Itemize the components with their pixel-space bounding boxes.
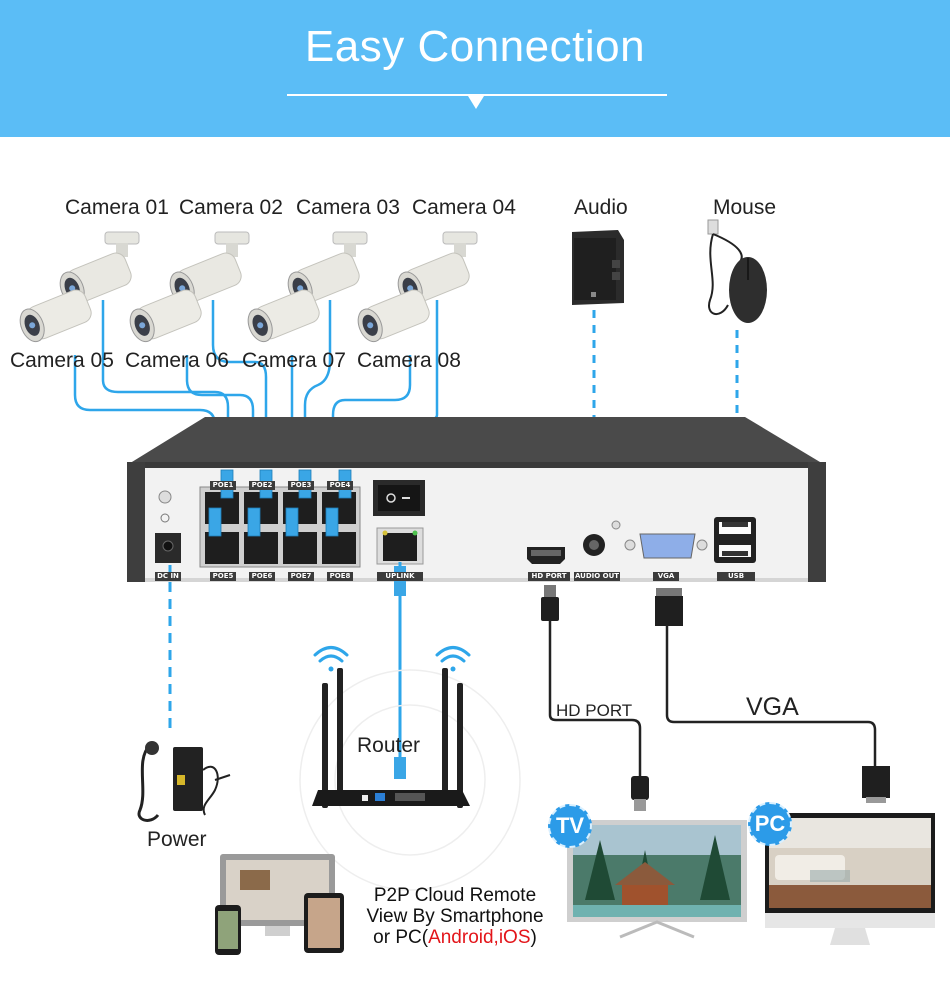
- camera-pair: [353, 231, 478, 346]
- p2p-line-2: View By Smartphone: [366, 906, 544, 927]
- camera-group: [19, 231, 478, 346]
- vga-cable: [655, 588, 890, 803]
- port-label-poe2: POE2: [249, 481, 275, 490]
- camera-label-07: Camera 07: [242, 349, 346, 372]
- camera-label-01: Camera 01: [65, 196, 169, 219]
- remote-devices-icon: [215, 854, 344, 955]
- poe-plugs: [208, 469, 352, 537]
- port-label-poe6: POE6: [249, 572, 275, 581]
- port-label-vga: VGA: [653, 572, 679, 581]
- port-label-uplink: UPLINK: [377, 572, 423, 581]
- cable-camera-06: [185, 355, 255, 510]
- header-divider: [287, 94, 667, 96]
- camera-label-06: Camera 06: [125, 349, 229, 372]
- power-label: Power: [147, 828, 207, 851]
- vga-cable-label: VGA: [746, 693, 799, 721]
- hd-port-cable-label: HD PORT: [556, 701, 633, 720]
- cable-camera-03: [303, 300, 332, 470]
- cable-camera-02: [211, 300, 268, 470]
- cable-camera-01: [101, 300, 230, 470]
- camera-pair: [19, 231, 140, 343]
- camera-label-04: Camera 04: [412, 196, 516, 219]
- uplink-plug: [394, 566, 406, 596]
- router-plug: [394, 757, 406, 779]
- camera-label-08: Camera 08: [357, 349, 461, 372]
- audio-label: Audio: [574, 196, 628, 219]
- pc-monitor-icon: [765, 813, 935, 945]
- port-label-audio-out: AUDIO OUT: [574, 572, 620, 581]
- speaker-icon: [572, 230, 624, 305]
- wifi-icon-left: [313, 646, 349, 672]
- tv-badge: TV: [548, 804, 592, 848]
- p2p-platforms: Android,iOS: [428, 927, 531, 948]
- port-label-poe7: POE7: [288, 572, 314, 581]
- router-icon: [312, 668, 470, 808]
- mouse-icon: [707, 219, 767, 323]
- port-label-poe1: POE1: [210, 481, 236, 490]
- camera-label-03: Camera 03: [296, 196, 400, 219]
- page-title: Easy Connection: [304, 22, 646, 71]
- p2p-description: P2P Cloud Remote View By Smartphone or P…: [355, 885, 555, 948]
- mouse-label: Mouse: [713, 196, 777, 219]
- hdmi-cable: [541, 585, 649, 811]
- camera-label-05: Camera 05: [10, 349, 114, 372]
- p2p-line-3-suffix: ): [530, 927, 537, 948]
- camera-label-02: Camera 02: [179, 196, 283, 219]
- p2p-line-3-prefix: or PC(: [373, 927, 429, 948]
- camera-pair: [125, 231, 250, 346]
- wifi-icon-right: [435, 646, 471, 672]
- pc-badge: PC: [748, 802, 792, 846]
- tv-icon: [567, 820, 747, 939]
- port-label-poe8: POE8: [327, 572, 353, 581]
- camera-pair: [243, 231, 368, 346]
- port-label-poe4: POE4: [327, 481, 353, 490]
- power-adapter-icon: [137, 741, 231, 822]
- signal-rings: [299, 669, 521, 891]
- nvr-recorder: [127, 417, 826, 582]
- router-label: Router: [357, 734, 421, 757]
- header-notch-icon: [468, 96, 484, 109]
- p2p-line-3: or PC(Android,iOS): [355, 927, 555, 948]
- port-label-poe5: POE5: [210, 572, 236, 581]
- header-banner: Easy Connection: [0, 0, 950, 137]
- port-label-hd-port: HD PORT: [528, 572, 570, 581]
- port-label-usb: USB: [717, 572, 755, 581]
- cable-camera-08: [331, 355, 412, 510]
- port-label-dc-in: DC IN: [155, 572, 181, 581]
- p2p-line-1: P2P Cloud Remote: [373, 885, 537, 906]
- port-label-poe3: POE3: [288, 481, 314, 490]
